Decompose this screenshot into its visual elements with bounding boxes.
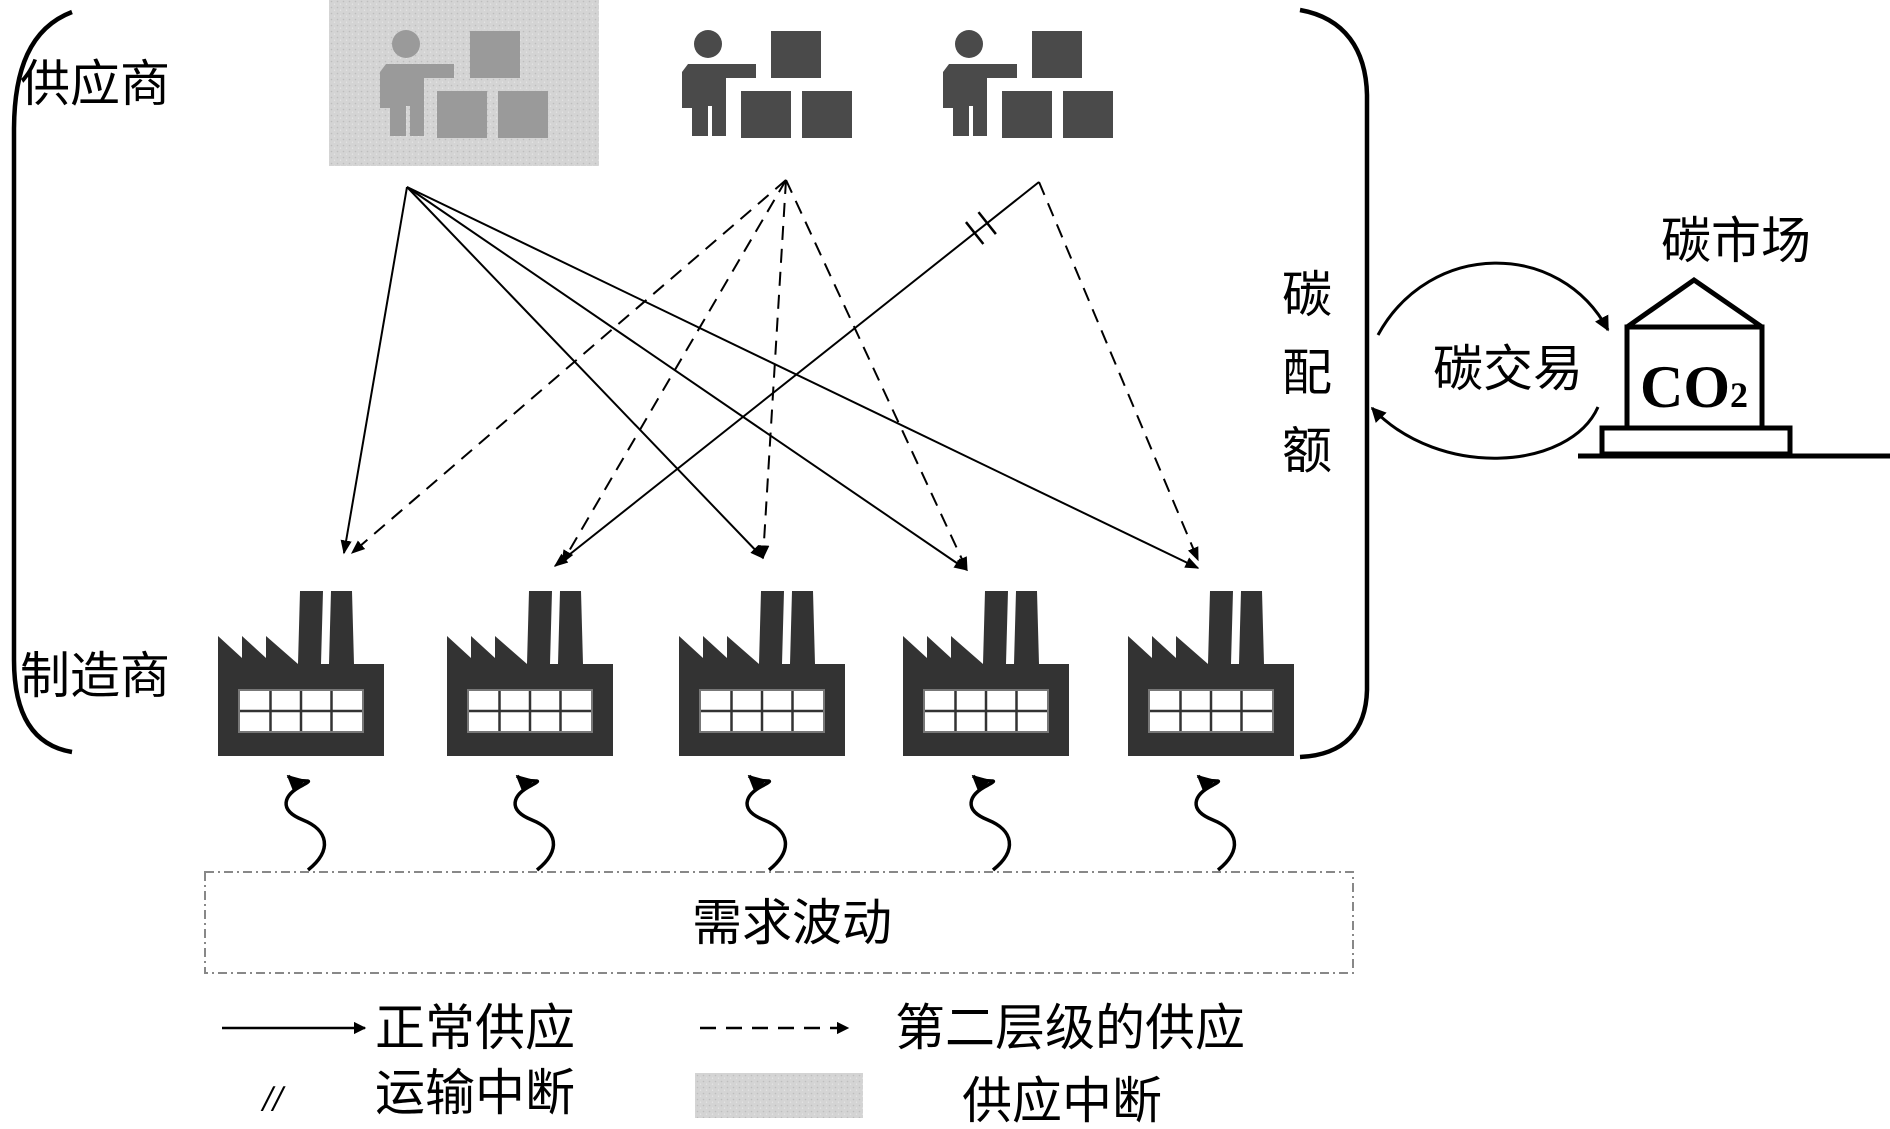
manufacturer-m1: [218, 591, 384, 756]
supplier-icon: [380, 30, 548, 138]
left-bracket: [11, 9, 73, 755]
supplier-s2: [682, 30, 852, 138]
transport-disruption-mark: [964, 221, 985, 245]
legend-second-tier-supply: 第二层级的供应: [700, 999, 1245, 1057]
legend-supply-disruption: 供应中断: [695, 1072, 1162, 1129]
supply-link-s1-m3: [406, 186, 764, 560]
demand-fluctuation-arrow: [745, 774, 788, 872]
carbon-trade-arrow-to-quota: [1370, 406, 1600, 460]
legend-normal-supply: 正常供应: [222, 999, 575, 1057]
legend-supply-disruption-label: 供应中断: [962, 1072, 1162, 1129]
carbon-quota-label-3: 额: [1282, 422, 1332, 480]
manufacturer-m5: [1128, 591, 1294, 756]
supply-link-s2-m1: [350, 179, 787, 554]
supply-disruption-swatch: [695, 1073, 863, 1118]
demand-fluctuation-arrow: [1194, 774, 1237, 872]
carbon-market-label: 碳市场: [1661, 212, 1811, 270]
manufacturer-m2: [447, 591, 613, 756]
demand-fluctuation-box: [204, 871, 1354, 974]
demand-fluctuation-label: 需求波动: [692, 894, 892, 952]
manufacturer-m3: [679, 591, 845, 756]
carbon-quota-label-1: 碳: [1282, 266, 1332, 324]
supply-links: [340, 179, 1200, 572]
supplier-s3: [943, 30, 1113, 138]
manufacturers-label: 制造商: [20, 647, 170, 705]
supply-link-s1-m1: [340, 186, 408, 555]
supplier-icon: [682, 30, 852, 138]
supply-link-s1-m5: [406, 186, 1200, 569]
demand-fluctuation-arrow: [969, 774, 1012, 872]
legend: 正常供应 第二层级的供应 // 运输中断 供应中断: [222, 999, 1245, 1129]
supply-link-s2-m3: [758, 179, 787, 560]
manufacturer-m4: [903, 591, 1069, 756]
legend-transport-disruption-label: 运输中断: [375, 1064, 575, 1122]
legend-normal-supply-label: 正常供应: [375, 999, 575, 1057]
carbon-trading-label: 碳交易: [1433, 340, 1583, 398]
supply-link-s2-m2: [561, 179, 787, 565]
supply-disruption-background: [329, 0, 599, 166]
demand-fluctuation-arrow: [284, 774, 327, 872]
carbon-trade-arrow-to-market: [1376, 261, 1610, 336]
right-bracket: [1299, 7, 1370, 760]
supplier-s1: [329, 0, 599, 166]
supply-link-s3-m2: [553, 181, 1040, 567]
carbon-market-icon: CO2: [1578, 276, 1890, 459]
demand-fluctuation-arrow: [513, 774, 556, 872]
demand-squiggles: [284, 774, 1237, 872]
co2-label: CO2: [1640, 354, 1748, 420]
transport-disruption-symbol: //: [260, 1081, 286, 1116]
supplier-icon: [943, 30, 1113, 138]
suppliers-label: 供应商: [20, 55, 170, 113]
supply-link-s2-m4: [785, 179, 968, 572]
transport-disruption-mark: [977, 211, 997, 235]
legend-transport-disruption: // 运输中断: [260, 1064, 575, 1122]
manufacturers-row: [218, 591, 1294, 756]
legend-second-tier-supply-label: 第二层级的供应: [895, 999, 1245, 1057]
carbon-quota-label-2: 配: [1282, 344, 1332, 402]
supply-link-s1-m4: [406, 186, 969, 571]
